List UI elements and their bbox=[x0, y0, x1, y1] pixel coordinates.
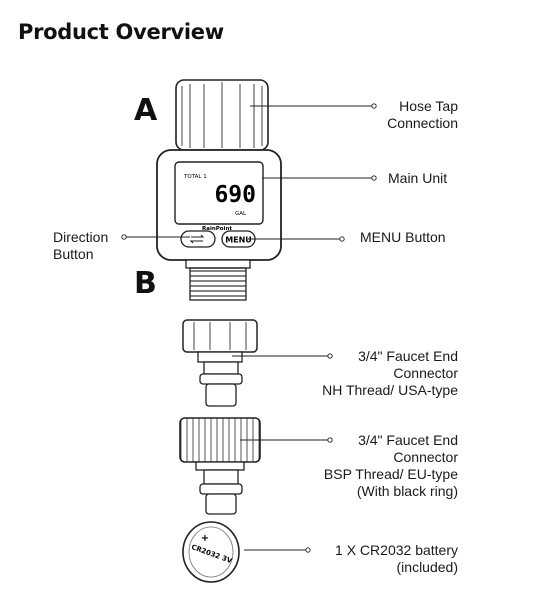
label-direction-line2: Button bbox=[53, 246, 94, 262]
label-hose-tap: Hose Tap Connection bbox=[340, 98, 458, 132]
label-faucet-nh-line2: Connector bbox=[393, 365, 458, 381]
bsp-connector bbox=[179, 417, 261, 515]
marker-a: A bbox=[134, 93, 158, 128]
outlet-thread bbox=[185, 259, 251, 301]
leader-lines bbox=[121, 103, 377, 553]
label-faucet-bsp-line2: Connector bbox=[393, 449, 458, 465]
main-unit-body: TOTAL 1 690 GAL RainPoint MENU bbox=[156, 149, 282, 261]
label-faucet-bsp: 3/4" Faucet End Connector BSP Thread/ EU… bbox=[290, 432, 458, 500]
brand-logo: RainPoint bbox=[202, 226, 232, 232]
label-faucet-nh-line3: NH Thread/ USA-type bbox=[322, 382, 458, 398]
display-reading: 690 bbox=[214, 182, 256, 208]
label-menu-button: MENU Button bbox=[360, 229, 446, 245]
battery-cr2032: + CR2032 3V bbox=[182, 521, 240, 583]
label-hose-tap-line2: Connection bbox=[387, 115, 458, 131]
label-faucet-nh: 3/4" Faucet End Connector NH Thread/ USA… bbox=[290, 348, 458, 399]
label-faucet-bsp-line3: BSP Thread/ EU-type bbox=[323, 466, 458, 482]
label-faucet-nh-line1: 3/4" Faucet End bbox=[358, 348, 458, 364]
direction-arrows-icon bbox=[189, 234, 205, 244]
marker-b: B bbox=[134, 266, 157, 301]
label-faucet-bsp-line1: 3/4" Faucet End bbox=[358, 432, 458, 448]
label-battery-line1: 1 X CR2032 battery bbox=[335, 542, 458, 558]
label-battery: 1 X CR2032 battery (included) bbox=[300, 542, 458, 576]
label-hose-tap-line1: Hose Tap bbox=[399, 98, 458, 114]
nh-connector bbox=[182, 319, 258, 407]
page-title: Product Overview bbox=[18, 20, 224, 44]
label-direction-button: Direction Button bbox=[53, 229, 108, 263]
label-faucet-bsp-line4: (With black ring) bbox=[356, 483, 458, 499]
direction-button[interactable] bbox=[180, 230, 216, 248]
battery-plus-sign: + bbox=[201, 533, 209, 544]
label-main-unit: Main Unit bbox=[388, 170, 448, 186]
display-total-label: TOTAL 1 bbox=[183, 174, 207, 180]
label-battery-line2: (included) bbox=[396, 559, 458, 575]
hose-tap-nut bbox=[175, 79, 269, 151]
display-unit: GAL bbox=[235, 211, 247, 217]
label-direction-line1: Direction bbox=[53, 229, 109, 245]
menu-button-label: MENU bbox=[225, 236, 252, 245]
